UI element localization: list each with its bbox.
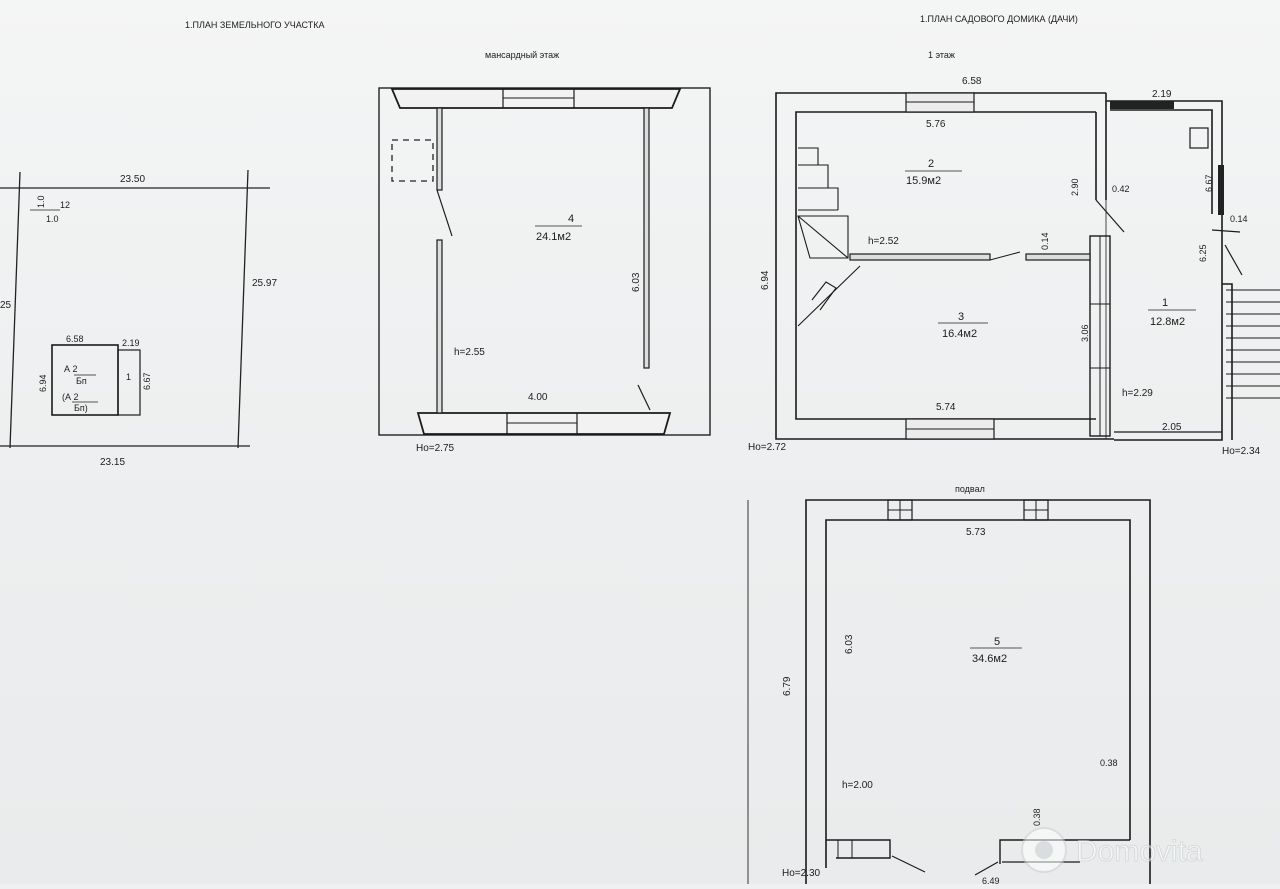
floor1-plan: 6.58 5.76 2 15.9м2 2.90 0.42 h=2.52 0.14… [748,76,1280,457]
basement-inner-height: 6.03 [844,634,855,654]
attic-width-dim: 4.00 [528,392,548,403]
annex-door-dim: 0.14 [1230,214,1248,224]
land-plan-title: 1.ПЛАН ЗЕМЕЛЬНОГО УЧАСТКА [185,20,324,30]
watermark-text: Domovita [1076,835,1203,868]
basement-wall-dim: 0.38 [1100,758,1118,768]
land-house-label-1: А 2 [64,364,78,374]
land-top-dim: 23.50 [120,174,145,185]
attic-height: h=2.55 [454,347,485,358]
floor1-left-total: 6.94 [760,270,771,290]
floor1-inner-top: 5.76 [926,119,946,130]
basement-room-number: 5 [994,636,1000,648]
land-house-width: 6.58 [66,334,84,344]
land-bottom-dim: 23.15 [100,457,125,468]
floor1-top-total: 6.58 [962,76,982,87]
room3-height-dim: 3.06 [1080,324,1090,342]
basement-stair-dim: 0.38 [1032,808,1042,826]
basement-ground-level: Но=2.30 [782,868,821,879]
land-annex-label: 1 [126,372,131,382]
land-annex-footprint [117,349,141,416]
floor1-partition-dim: 0.14 [1040,232,1050,250]
house-plan-title: 1.ПЛАН САДОВОГО ДОМИКА (ДАЧИ) [920,14,1078,24]
floor1-title: 1 этаж [928,50,955,60]
room1-area: 12.8м2 [1150,316,1185,328]
annex-ceiling-height: h=2.29 [1122,388,1153,399]
attic-room-area: 24.1м2 [536,231,571,243]
land-annex-width: 2.19 [122,338,140,348]
room3-number: 3 [958,311,964,323]
watermark: Domovita [1020,826,1270,874]
land-corner-dim-b: 1.0 [46,214,59,224]
attic-title: мансардный этаж [485,50,559,60]
room2-number: 2 [928,158,934,170]
basement-room-area: 34.6м2 [972,653,1007,665]
room3-area: 16.4м2 [942,328,977,340]
annex-bottom-dim: 2.05 [1162,422,1182,433]
annex-width-dim: 2.19 [1152,89,1172,100]
annex-height-dim: 6.67 [1204,174,1214,192]
floor1-bottom-dim: 5.74 [936,402,956,413]
attic-plan: 4 24.1м2 h=2.55 6.03 4.00 Но=2.75 [378,87,711,454]
attic-room-number: 4 [568,213,574,225]
land-house-label-2: (А 2 [62,392,79,402]
basement-width-dim: 5.73 [966,527,986,538]
room2-area: 15.9м2 [906,175,941,187]
basement-total-height: 6.79 [782,676,793,696]
land-annex-height: 6.67 [142,372,152,390]
land-house-label-1b: Бп [76,376,87,386]
basement-bottom-dim: 6.49 [982,876,1000,884]
land-house-height: 6.94 [38,374,48,392]
land-corner-dim-c: 12 [60,200,70,210]
basement-ceiling-height: h=2.00 [842,780,873,791]
land-left-dim: 25 [0,300,12,311]
room1-number: 1 [1162,297,1168,309]
land-house-label-2b: Бп) [74,403,88,413]
basement-plan: 5.73 5 34.6м2 6.03 6.79 h=2.00 0.38 0.38… [747,499,1151,886]
floor1-ground-right: Но=2.34 [1222,446,1261,457]
attic-depth-dim: 6.03 [631,272,642,292]
floor1-stair-height: h=2.52 [868,236,899,247]
floor1-door-dim: 0.42 [1112,184,1130,194]
room2-height-dim: 2.90 [1070,178,1080,196]
attic-ground-level: Но=2.75 [416,443,455,454]
annex-inner-height: 6.25 [1198,244,1208,262]
land-plan: 23.50 23.15 25.97 25 1.0 1.0 12 6.58 2.1… [0,169,277,468]
floor1-ground-left: Но=2.72 [748,442,787,453]
basement-title: подвал [955,484,985,494]
land-corner-dim-a: 1.0 [36,195,46,208]
land-right-dim: 25.97 [252,278,277,289]
